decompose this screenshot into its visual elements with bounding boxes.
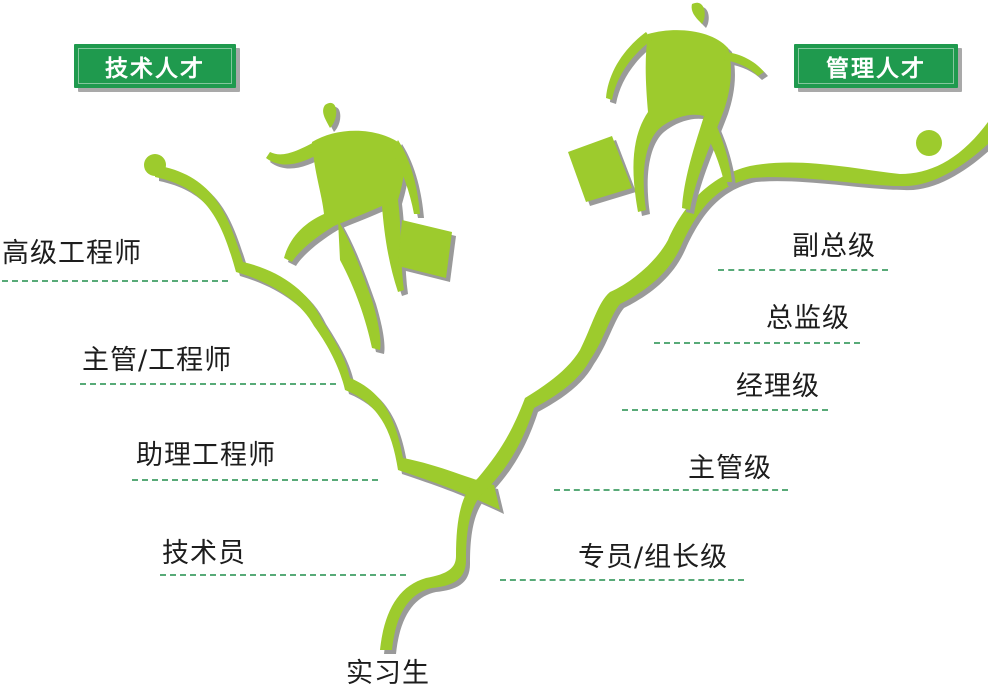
- technical-talent-badge-label: 技术人才: [105, 56, 205, 82]
- tech-level-assistant-engineer: 助理工程师: [136, 440, 276, 471]
- tech-level-divider: [160, 574, 406, 576]
- technical-runner-figure: [266, 102, 456, 354]
- management-runner-figure: [568, 2, 768, 216]
- tech-level-senior-engineer: 高级工程师: [2, 238, 142, 269]
- tech-level-divider: [132, 479, 378, 481]
- tech-level-divider: [2, 280, 228, 282]
- mgmt-level-specialist-team-lead: 专员/组长级: [578, 542, 729, 573]
- mgmt-level-divider: [622, 409, 828, 411]
- mgmt-level-divider: [718, 269, 888, 271]
- tech-level-technician: 技术员: [162, 538, 246, 569]
- base-level-intern: 实习生: [346, 658, 430, 689]
- mgmt-level-divider: [654, 342, 860, 344]
- tech-level-divider: [80, 383, 336, 385]
- mgmt-level-manager: 经理级: [736, 371, 820, 402]
- tech-level-supervisor-engineer: 主管/工程师: [82, 345, 233, 376]
- mgmt-level-vice-president: 副总级: [792, 231, 876, 262]
- career-path-steps: [144, 122, 988, 650]
- management-talent-badge: 管理人才: [794, 44, 958, 88]
- technical-talent-badge: 技术人才: [74, 44, 236, 88]
- mgmt-level-supervisor: 主管级: [688, 453, 772, 484]
- mgmt-level-divider: [500, 579, 744, 581]
- mgmt-level-divider: [554, 489, 788, 491]
- management-talent-badge-label: 管理人才: [826, 56, 926, 82]
- mgmt-level-director: 总监级: [766, 303, 850, 334]
